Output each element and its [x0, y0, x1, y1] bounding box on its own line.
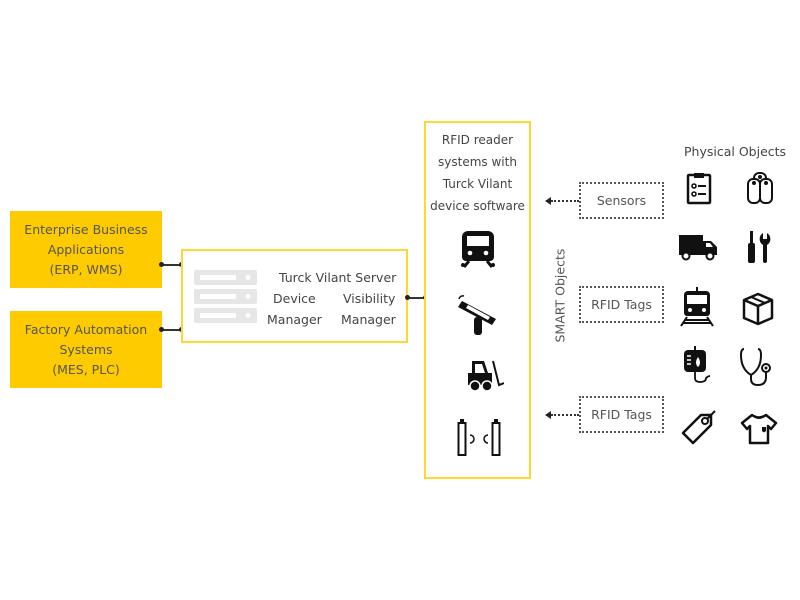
- train-icon: [680, 287, 714, 327]
- rfid-tags-box: RFID Tags: [579, 396, 664, 433]
- visibility-manager-line2: Manager: [341, 312, 396, 327]
- box-line: Factory Automation: [24, 321, 148, 337]
- truck-icon: [679, 235, 717, 261]
- rfid-title-line: Turck Vilant: [442, 177, 513, 191]
- server-rack-icon: [194, 270, 257, 323]
- enterprise-business-applications-box: Enterprise Business Applications (ERP, W…: [10, 211, 162, 288]
- box-line: Enterprise Business: [24, 221, 148, 237]
- turck-vilant-server-box: Turck Vilant Server Device Manager Visib…: [181, 249, 408, 343]
- t-shirt-icon: [740, 413, 778, 445]
- smart-objects-label: SMART Objects: [552, 248, 568, 343]
- box-line: (ERP, WMS): [49, 261, 123, 277]
- arrow-left-icon: [545, 411, 551, 419]
- train-front-icon: [461, 231, 495, 268]
- dotted-connector: [551, 200, 579, 202]
- price-tag-icon: [681, 410, 716, 445]
- connector-dot: [159, 327, 164, 332]
- connector-dot: [159, 262, 164, 267]
- handheld-reader-icon: [458, 295, 496, 335]
- box-icon: [742, 292, 774, 326]
- rfid-title-line: device software: [430, 199, 525, 213]
- visibility-manager-line1: Visibility: [343, 291, 396, 306]
- rfid-title-line: RFID reader: [441, 133, 514, 147]
- physical-objects-title: Physical Objects: [684, 144, 787, 159]
- connector-line: [162, 329, 182, 331]
- device-manager-line2: Manager: [267, 312, 322, 327]
- stethoscope-icon: [740, 348, 771, 387]
- box-line: Systems: [59, 341, 113, 357]
- dotted-connector: [551, 414, 579, 416]
- device-manager-line1: Device: [273, 291, 316, 306]
- rfid-tags-box: RFID Tags: [579, 286, 664, 323]
- arrow-left-icon: [545, 197, 551, 205]
- box-line: Applications: [47, 241, 125, 257]
- clipboard-checklist-icon: [686, 173, 712, 205]
- rfid-gate-icon: [457, 419, 501, 456]
- connector-line: [162, 264, 182, 266]
- rfid-title-line: systems with: [438, 155, 517, 169]
- tools-icon: [748, 231, 771, 263]
- factory-automation-systems-box: Factory Automation Systems (MES, PLC): [10, 311, 162, 388]
- connector-line: [407, 297, 427, 299]
- server-title: Turck Vilant Server: [279, 270, 397, 285]
- iv-bag-icon: [684, 346, 711, 383]
- rfid-title: RFID reader systems with Turck Vilant de…: [426, 129, 529, 217]
- connector-dot: [405, 295, 410, 300]
- rfid-reader-systems-box: RFID reader systems with Turck Vilant de…: [424, 121, 531, 479]
- forklift-icon: [468, 360, 504, 392]
- sensors-box: Sensors: [579, 182, 664, 219]
- box-line: (MES, PLC): [52, 361, 120, 377]
- paper-rolls-icon: [747, 172, 773, 204]
